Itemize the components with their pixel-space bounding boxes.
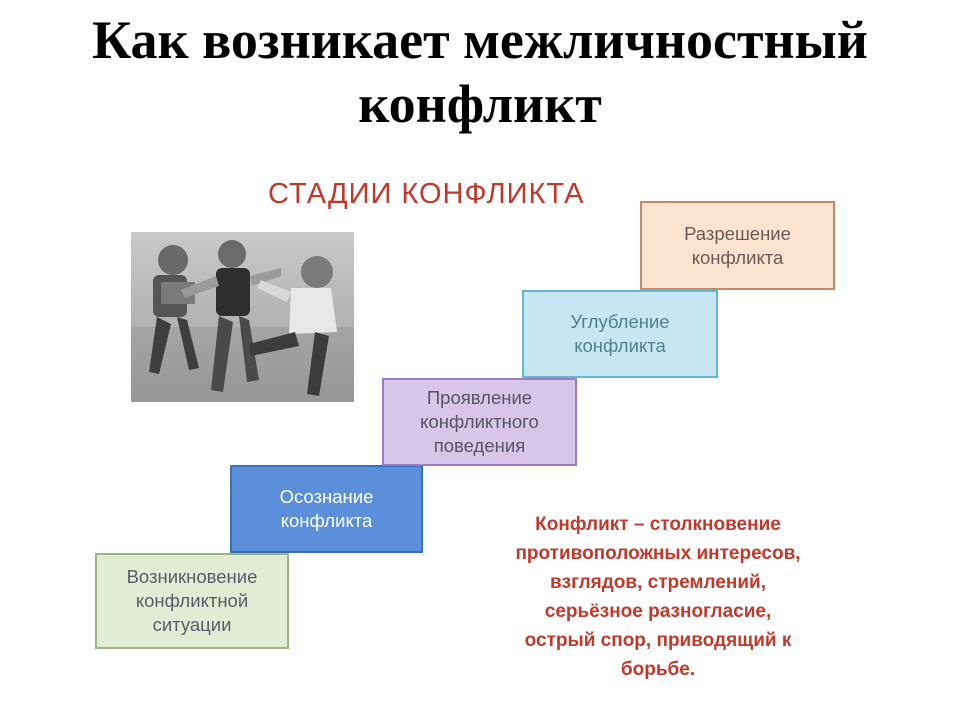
stage-4-deepening: Углубление конфликта [522,290,718,378]
stage-5-resolution: Разрешение конфликта [640,201,835,290]
fighting-boys-photo [131,232,354,402]
stage-2-awareness: Осознание конфликта [230,465,423,553]
stage-1-situation: Возникновение конфликтной ситуации [95,553,289,649]
conflict-definition: Конфликт – столкновение противоположных … [515,514,801,680]
stage-3-behavior: Проявление конфликтного поведения [382,378,577,466]
page-title: Как возникает межличностный конфликт [92,10,868,134]
diagram-heading: СТАДИИ КОНФЛИКТА [268,178,585,210]
